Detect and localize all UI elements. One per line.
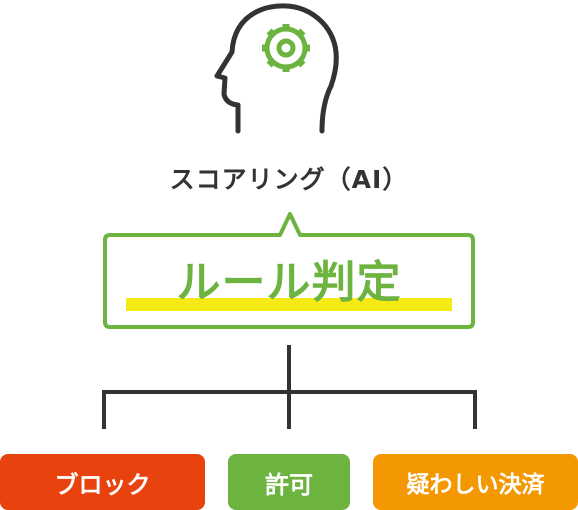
head-with-gear-icon <box>214 3 339 134</box>
highlight-underline <box>126 298 452 311</box>
branch-connectors <box>102 345 477 429</box>
rule-callout-box <box>103 212 475 329</box>
outcome-allow: 許可 <box>228 454 350 510</box>
scoring-ai-label: スコアリング（AI） <box>169 165 409 194</box>
gear-icon <box>262 24 310 72</box>
rule-judgement-label: ルール判定 <box>176 257 402 308</box>
outcome-block: ブロック <box>0 454 205 510</box>
outcome-suspicious-payment: 疑わしい決済 <box>373 454 578 510</box>
